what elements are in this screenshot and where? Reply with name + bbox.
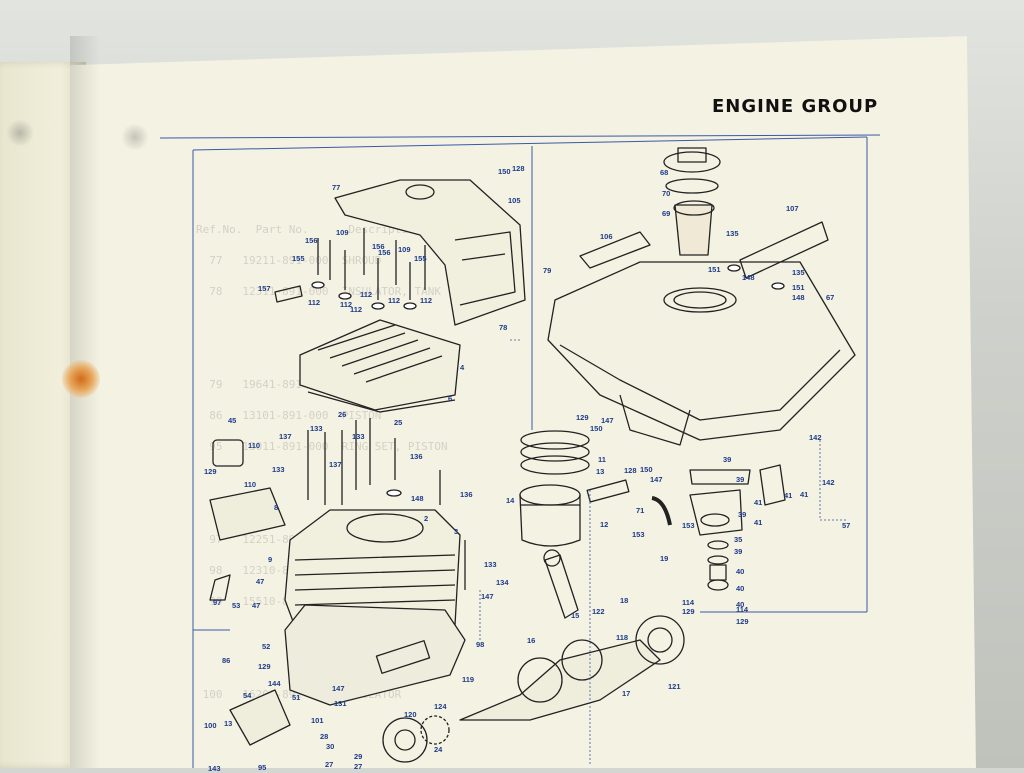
timing-gear <box>420 715 450 745</box>
ball-bearing <box>382 717 428 763</box>
honda-emblem <box>739 221 829 279</box>
fan-shroud <box>334 179 526 326</box>
fuel-tank <box>547 261 856 446</box>
piston-ring <box>520 455 590 475</box>
crankshaft <box>459 639 661 721</box>
piston-ring <box>520 430 590 450</box>
spark-plug <box>274 285 303 303</box>
piston-ring <box>520 442 590 462</box>
carburetor-assembly <box>689 489 743 591</box>
smudge-mark <box>5 120 35 146</box>
wrist-pin <box>586 479 630 503</box>
smudge-mark <box>120 124 150 150</box>
fuel-tube <box>651 496 672 526</box>
crankcase <box>284 604 466 706</box>
ignition-coil <box>229 689 291 746</box>
intake-gasket <box>689 469 751 485</box>
washers <box>311 264 785 497</box>
fuel-cap <box>663 147 721 256</box>
connecting-rod <box>544 554 579 619</box>
piston <box>519 484 581 547</box>
exhaust-flange <box>212 439 244 467</box>
rust-stain <box>62 360 100 398</box>
breather-tube <box>209 574 231 601</box>
tank-insulator-strip <box>579 231 651 269</box>
carb-flange <box>759 464 786 506</box>
manual-page <box>70 36 976 768</box>
page-title: ENGINE GROUP <box>712 96 879 117</box>
muffler-gasket <box>209 487 286 541</box>
ball-bearing <box>635 615 685 665</box>
cylinder-head <box>299 319 461 411</box>
head-bolts <box>307 228 466 590</box>
